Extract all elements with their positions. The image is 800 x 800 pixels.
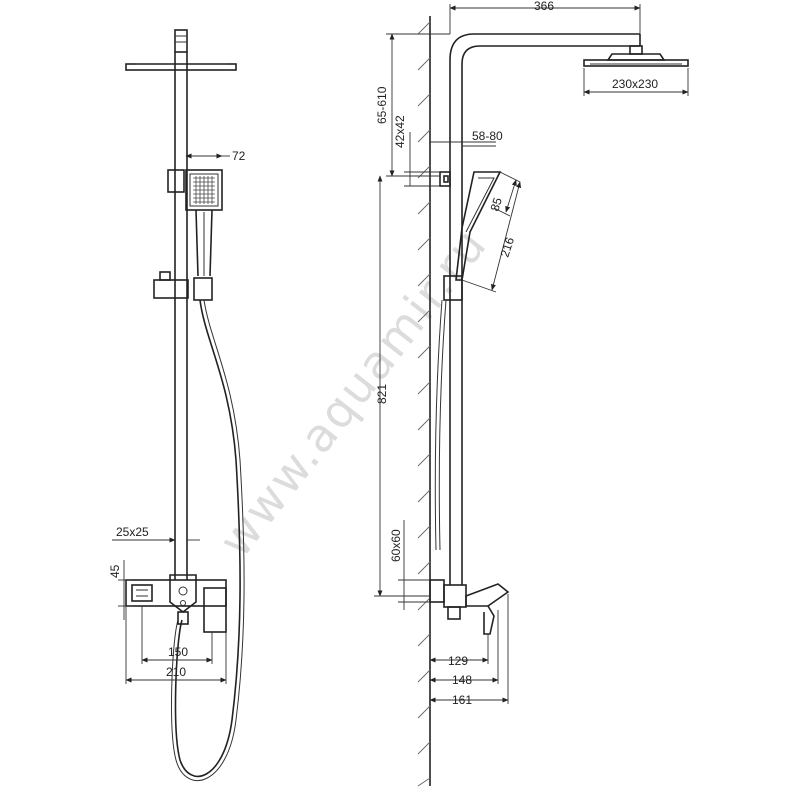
rain-shower-head <box>125 29 237 71</box>
dim-25x25: 25x25 <box>112 525 200 543</box>
dim-216: 216 <box>461 181 522 293</box>
dim-148-label: 148 <box>452 673 472 687</box>
dim-72: 72 <box>185 149 246 163</box>
dim-210: 210 <box>125 606 227 684</box>
dim-60x60-label: 60x60 <box>389 529 403 562</box>
dim-129: 129 <box>429 634 489 668</box>
side-rain-head <box>583 45 689 67</box>
dim-58-80: 58-80 <box>430 129 503 147</box>
dim-60x60: 60x60 <box>389 520 430 610</box>
dim-85: 85 <box>488 171 521 217</box>
slide-holder <box>153 271 213 301</box>
dim-821-label: 821 <box>375 384 389 404</box>
side-wall-holder <box>439 171 451 187</box>
dim-65-610: 65-610 <box>375 33 450 177</box>
dim-210-label: 210 <box>166 665 186 679</box>
dim-821: 821 <box>374 175 430 597</box>
hand-shower <box>167 169 223 277</box>
dim-45: 45 <box>108 560 132 620</box>
dim-230x230: 230x230 <box>583 68 689 96</box>
side-rail-and-arm <box>449 33 641 585</box>
dim-161: 161 <box>429 594 509 707</box>
dim-58-80-label: 58-80 <box>472 129 503 143</box>
shower-hose <box>174 299 241 778</box>
side-mixer <box>429 579 510 635</box>
watermark: www.aquamir.ru <box>208 218 497 567</box>
wall <box>417 16 431 787</box>
dim-65-610-label: 65-610 <box>375 86 389 124</box>
dim-216-label: 216 <box>498 235 518 259</box>
dim-42x42: 42x42 <box>393 115 440 187</box>
dim-366: 366 <box>449 0 641 34</box>
side-hose <box>438 299 447 551</box>
side-view: 366 230x230 65-610 42x42 58-80 <box>374 0 689 787</box>
dim-85-label: 85 <box>488 196 506 213</box>
dim-25x25-label: 25x25 <box>116 525 149 539</box>
dim-72-label: 72 <box>232 149 246 163</box>
dim-148: 148 <box>429 610 499 687</box>
dim-45-label: 45 <box>108 564 122 578</box>
dim-129-label: 129 <box>448 654 468 668</box>
front-view: 72 25x25 45 150 210 <box>108 29 246 782</box>
dim-150: 150 <box>141 606 213 664</box>
dim-150-label: 150 <box>168 645 188 659</box>
dim-42x42-label: 42x42 <box>393 115 407 148</box>
mixer-body <box>125 574 227 633</box>
dim-366-label: 366 <box>534 0 554 13</box>
vertical-rail <box>174 52 188 580</box>
dim-230x230-label: 230x230 <box>612 77 658 91</box>
dim-161-label: 161 <box>452 693 472 707</box>
